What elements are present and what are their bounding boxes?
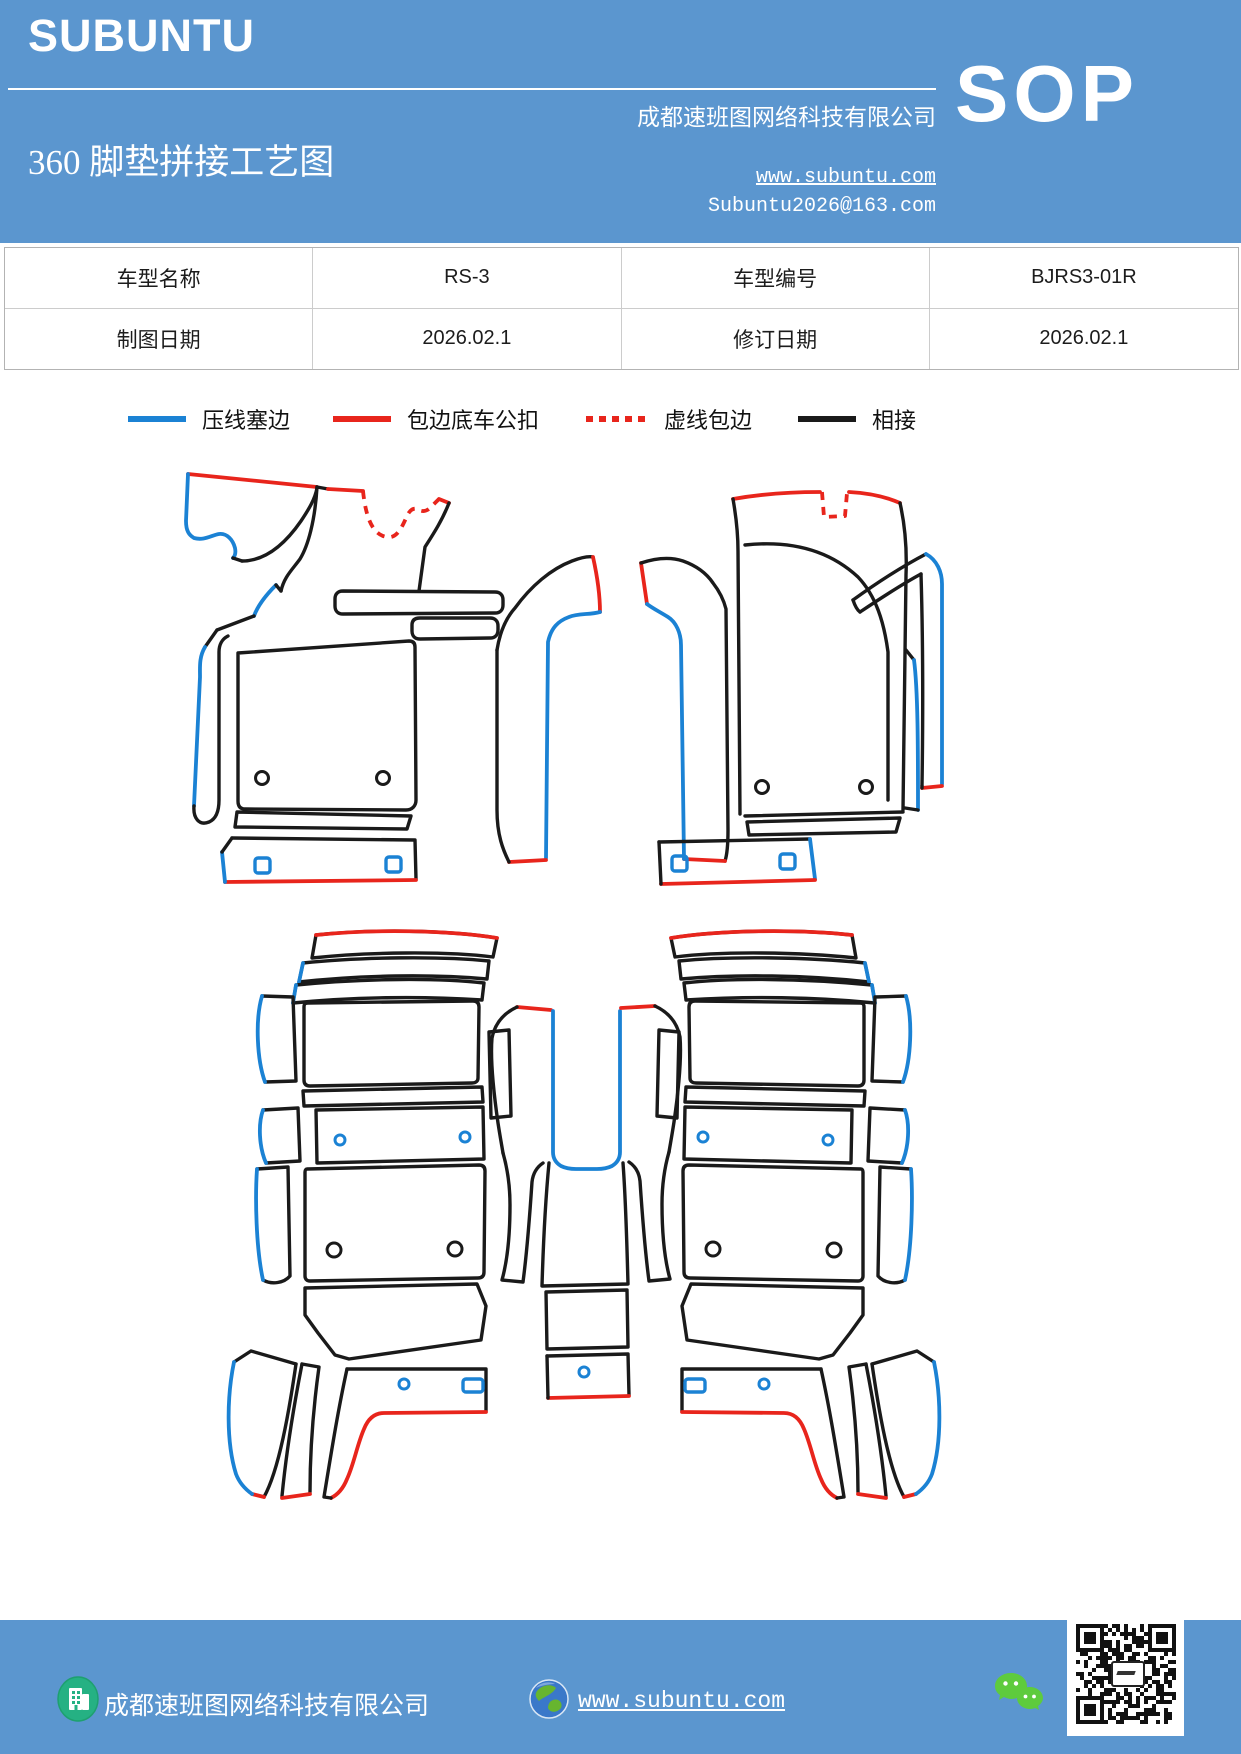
sop-label: SOP	[955, 49, 1139, 138]
company-building-icon	[57, 1676, 99, 1722]
footer-website-link[interactable]: www.subuntu.com	[578, 1688, 786, 1714]
rear-mat-right-half	[655, 929, 942, 1500]
legend-item-dashed: 虚线包边	[586, 404, 752, 434]
table-cell-code-value: BJRS3-01R	[929, 248, 1238, 309]
wechat-icon	[995, 1673, 1043, 1710]
center-right-piece	[639, 556, 730, 863]
qr-code	[1067, 1613, 1184, 1736]
passenger-mat-piece	[657, 490, 908, 886]
table-cell-drawdate-value: 2026.02.1	[313, 308, 622, 369]
header-website-link[interactable]: www.subuntu.com	[755, 166, 936, 189]
legend-item-blue: 压线塞边	[128, 404, 290, 434]
header-company-name: 成都速班图网络科技有限公司	[637, 105, 936, 130]
legend-label: 包边底车公扣	[407, 408, 540, 433]
legend-item-red: 包边底车公扣	[333, 404, 539, 434]
table-cell-model-value: RS-3	[313, 248, 622, 309]
brand-logo-text: SUBUNTU	[28, 10, 255, 61]
header-divider-line	[8, 88, 936, 90]
qr-center-logo	[1111, 1661, 1145, 1687]
legend-swatch-black-line	[798, 416, 856, 422]
legend-swatch-blue-line	[128, 416, 186, 422]
center-tunnel-pieces	[489, 1004, 683, 1400]
footer-band	[0, 1620, 1241, 1754]
table-cell-revdate-value: 2026.02.1	[1039, 327, 1129, 350]
table-cell-drawdate-label: 制图日期	[5, 308, 314, 369]
legend-label: 相接	[872, 408, 917, 433]
table-cell-revdate-label: 修订日期	[622, 308, 930, 369]
table-cell-model-label: 车型名称	[5, 248, 314, 309]
table-cell-code-label: 车型编号	[621, 248, 930, 309]
legend-label: 虚线包边	[664, 408, 753, 433]
legend-swatch-red-line	[333, 416, 391, 422]
rear-mat-left-half	[226, 929, 513, 1500]
legend-swatch-dashed-line	[586, 416, 648, 422]
vehicle-info-table: 车型名称 RS-3 车型编号 BJRS3-01R 制图日期 2026.02.1 …	[4, 247, 1239, 370]
header-email: Subuntu2026@163.com	[707, 195, 936, 218]
center-left-piece	[495, 555, 602, 864]
right-side-pieces	[851, 552, 944, 812]
footer-company-name: 成都速班图网络科技有限公司	[104, 1693, 430, 1720]
header-band	[0, 0, 1241, 243]
driver-mat-piece	[184, 472, 505, 884]
globe-icon	[529, 1679, 569, 1719]
qr-pattern	[1076, 1624, 1176, 1724]
page-title: 360 脚垫拼接工艺图	[28, 143, 335, 182]
legend-item-black: 相接	[798, 404, 916, 434]
legend-label: 压线塞边	[202, 408, 291, 433]
